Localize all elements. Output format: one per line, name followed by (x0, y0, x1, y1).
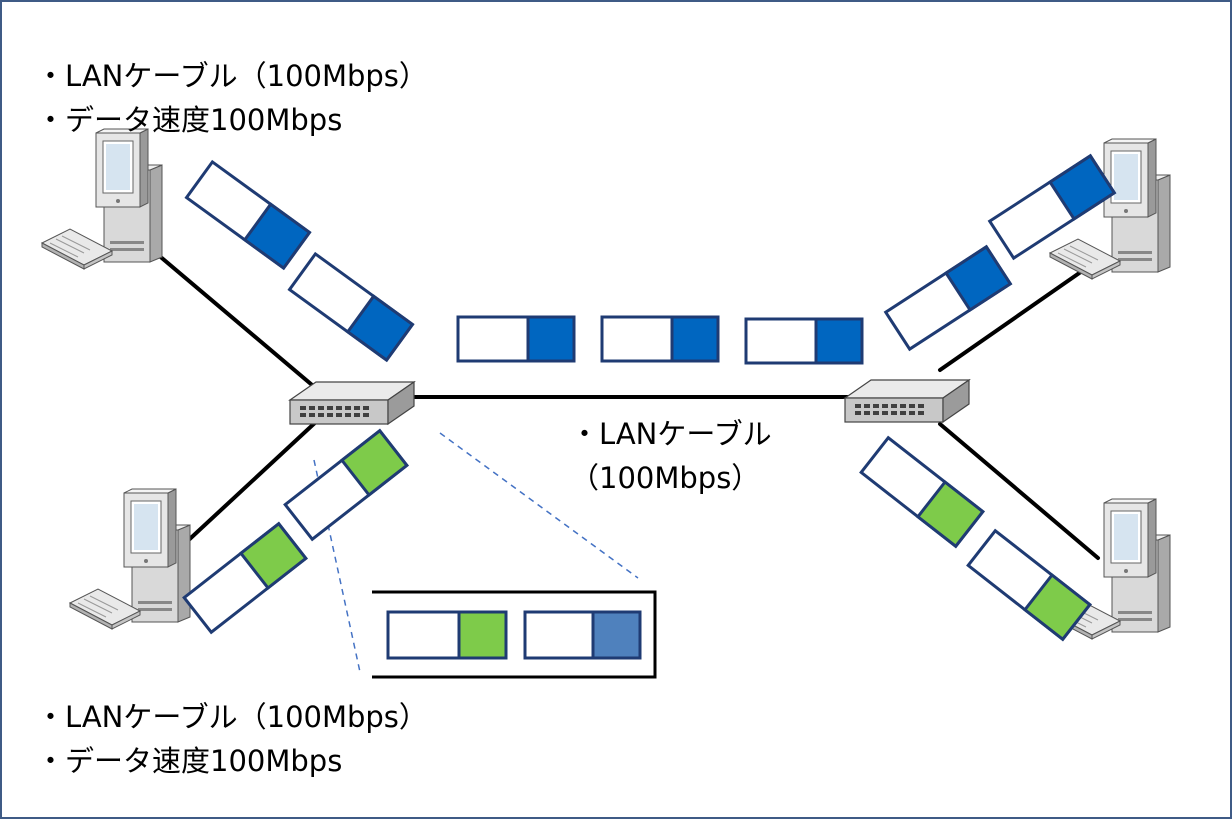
packet-backbone-1 (456, 315, 576, 363)
cable-top-left (148, 246, 320, 392)
packet-bottom-left-2 (182, 521, 308, 635)
cable-bottom-right (938, 422, 1100, 560)
top-left-label-cable: ・LANケーブル（100Mbps） (36, 59, 428, 93)
packet-top-left-1 (184, 159, 312, 271)
bottom-left-label-speed: ・データ速度100Mbps (36, 744, 343, 778)
cable-bottom-left (178, 418, 320, 550)
zoom-packet-green (386, 610, 508, 660)
computer-top-left-icon (41, 128, 163, 270)
packet-bottom-left-1 (283, 428, 409, 542)
computer-bottom-left-icon (69, 488, 191, 630)
zoom-detail-bracket (372, 590, 657, 679)
packet-bottom-right-2 (966, 528, 1092, 642)
center-label-cable: ・LANケーブル (570, 417, 772, 451)
switch-left-icon (289, 381, 415, 425)
packet-backbone-3 (744, 317, 864, 365)
packet-top-left-2 (287, 251, 415, 363)
switch-right-icon (844, 379, 970, 423)
bottom-left-label-cable: ・LANケーブル（100Mbps） (36, 700, 428, 734)
top-left-label-speed: ・データ速度100Mbps (36, 103, 343, 137)
packet-top-right-2 (883, 244, 1013, 352)
packet-bottom-right-1 (859, 435, 985, 549)
center-label-speed: （100Mbps） (570, 461, 761, 495)
packet-top-right-1 (987, 153, 1117, 261)
zoom-packet-blue (523, 610, 642, 660)
cable-top-right (938, 258, 1100, 372)
packet-backbone-2 (600, 315, 720, 363)
zoom-guide-right (439, 432, 639, 579)
